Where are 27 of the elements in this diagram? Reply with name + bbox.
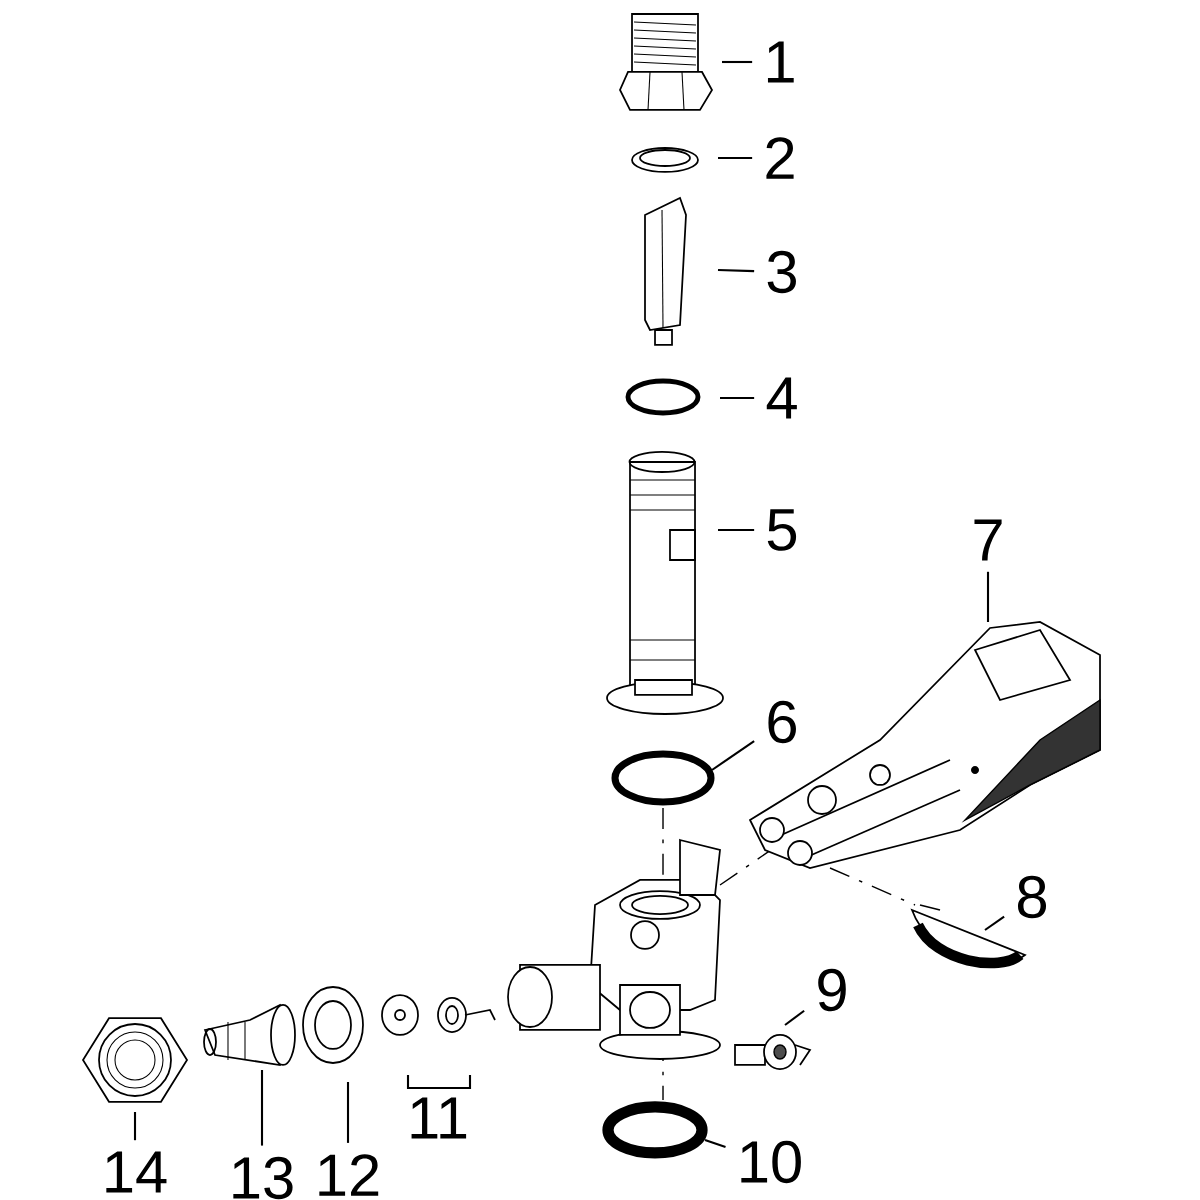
callout-number: 13 <box>233 1156 293 1200</box>
leader-line <box>720 396 755 400</box>
callout-number: 7 <box>974 519 1002 561</box>
callout-number: 9 <box>818 968 846 1012</box>
callout-number: 12 <box>319 1154 379 1196</box>
leader-line <box>718 528 755 532</box>
callout-number: 5 <box>767 509 797 551</box>
leader-line <box>717 268 755 273</box>
callout-number: 4 <box>766 377 797 419</box>
leader-line <box>984 915 1005 931</box>
callout-number: 10 <box>741 1140 801 1184</box>
leader-line <box>718 156 753 160</box>
callout-number: 2 <box>766 137 794 179</box>
leader-line <box>346 1082 350 1143</box>
leader-line <box>986 571 990 622</box>
leader-line <box>260 1070 264 1146</box>
callout-number: 6 <box>768 700 796 744</box>
leader-line <box>784 1009 805 1026</box>
callout-number: 8 <box>1018 875 1047 919</box>
callout-number: 1 <box>767 41 794 83</box>
leader-line <box>722 60 753 64</box>
leader-line <box>711 740 755 771</box>
leader-line <box>133 1112 137 1141</box>
leader-line <box>704 1139 726 1148</box>
callout-number: 14 <box>106 1151 167 1193</box>
callout-number: 11 <box>411 1097 467 1139</box>
callout-number: 3 <box>767 250 796 294</box>
